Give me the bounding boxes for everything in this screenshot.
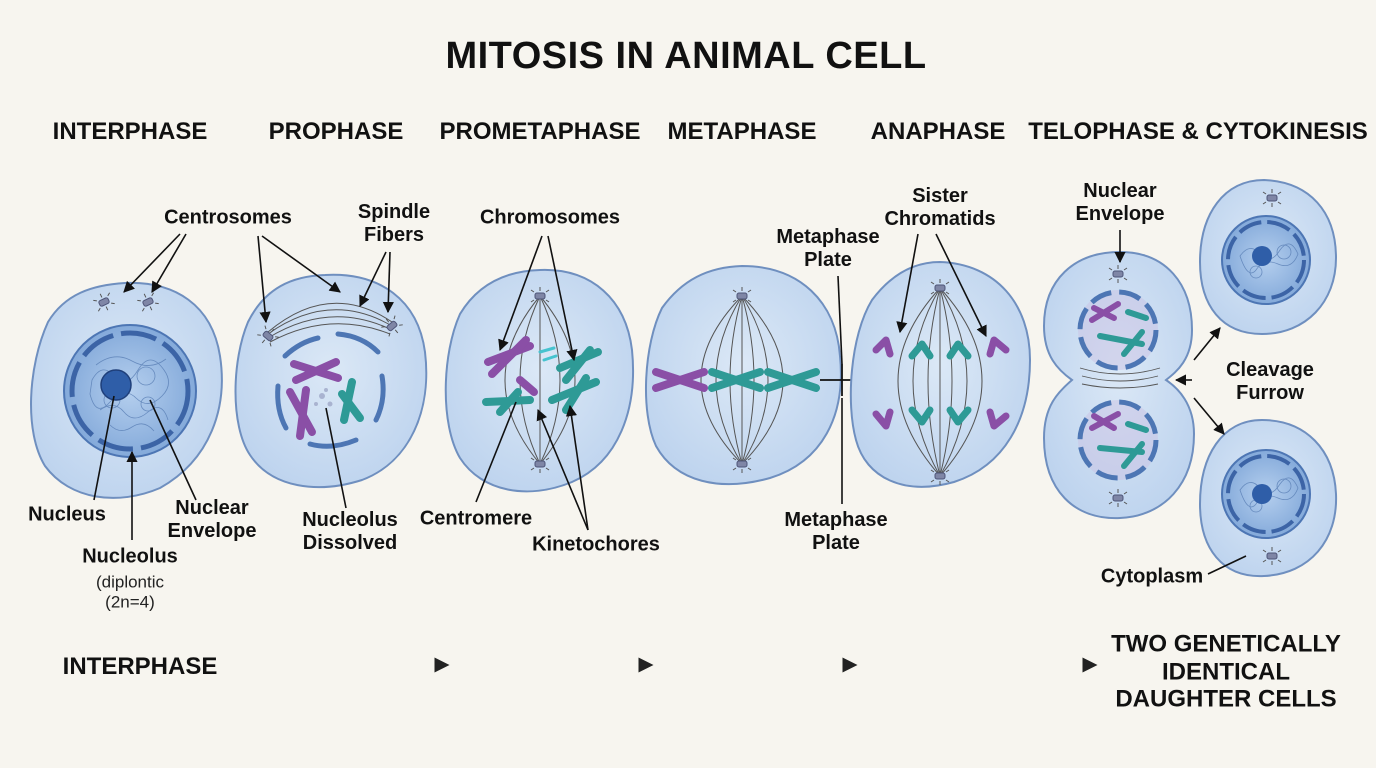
nucleolus	[100, 369, 132, 401]
label-nucleolus-note: (diplontic (2n=4)	[95, 572, 165, 611]
leader-lines	[93, 230, 1247, 575]
label-nucleolus-dissolved: Nucleolus Dissolved	[302, 509, 398, 554]
label-metaphase-plate-bottom: Metaphase Plate	[784, 509, 888, 554]
phase-prophase: PROPHASE	[268, 118, 404, 145]
timeline-start-label: INTERPHASE	[62, 653, 218, 681]
label-spindle-fibers: Spindle Fibers	[357, 201, 431, 246]
label-centromere: Centromere	[419, 507, 533, 530]
prometaphase-cell	[444, 268, 634, 493]
metaphase-cell	[645, 264, 852, 485]
label-nucleus: Nucleus	[28, 503, 106, 526]
label-nuclear-envelope-top: Nuclear Envelope	[1075, 180, 1165, 225]
label-nucleolus: Nucleolus	[82, 545, 178, 568]
daughter-cell-bottom	[1198, 418, 1338, 578]
anaphase-cell	[849, 260, 1032, 488]
prophase-cell	[234, 273, 428, 489]
timeline-end-label: TWO GENETICALLY IDENTICAL DAUGHTER CELLS	[1111, 630, 1341, 713]
label-centrosomes: Centrosomes	[164, 206, 292, 229]
phase-metaphase: METAPHASE	[667, 118, 817, 145]
phase-telophase-cytokinesis: TELOPHASE & CYTOKINESIS	[1028, 118, 1368, 145]
phase-prometaphase: PROMETAPHASE	[439, 118, 641, 145]
page-title: MITOSIS IN ANIMAL CELL	[445, 35, 927, 77]
phase-interphase: INTERPHASE	[52, 118, 208, 145]
label-cleavage-furrow: Cleavage Furrow	[1226, 359, 1314, 404]
label-kinetochores: Kinetochores	[532, 533, 660, 556]
daughter-cell-top	[1198, 178, 1338, 336]
label-metaphase-plate-top: Metaphase Plate	[776, 226, 880, 271]
label-nuclear-envelope: Nuclear Envelope	[167, 497, 257, 542]
telophase-cell	[1042, 250, 1196, 520]
label-chromosomes: Chromosomes	[479, 206, 621, 229]
label-cytoplasm: Cytoplasm	[1100, 565, 1204, 588]
label-sister-chromatids: Sister Chromatids	[884, 185, 996, 230]
phase-anaphase: ANAPHASE	[870, 118, 1006, 145]
interphase-cell	[30, 281, 223, 499]
